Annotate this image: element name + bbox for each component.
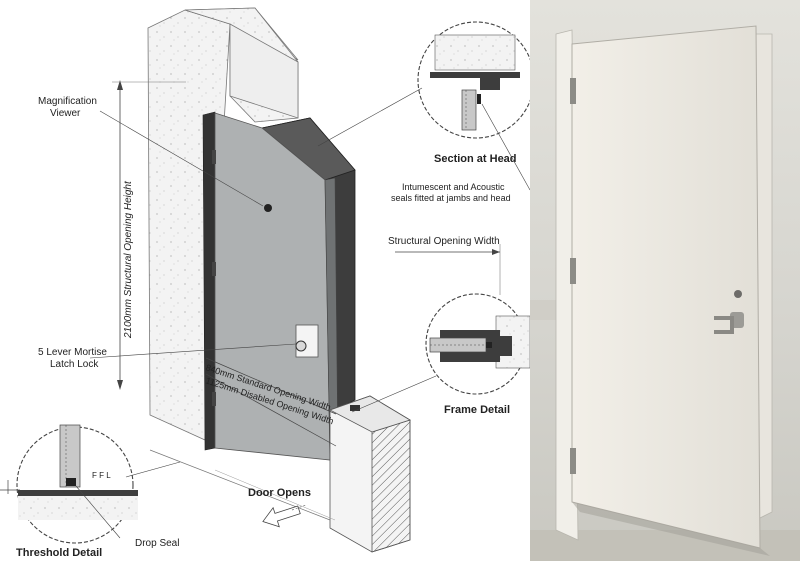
- section-at-head-title: Section at Head: [434, 153, 517, 165]
- door-opens-label: Door Opens: [248, 487, 311, 499]
- magnification-viewer-label-l1: Magnification: [38, 96, 97, 107]
- structural-opening-width-arrow: [395, 244, 501, 295]
- drop-seal-label: Drop Seal: [135, 538, 179, 549]
- section-at-head-detail: [417, 21, 535, 139]
- photo-door-leaf: [571, 25, 761, 549]
- seals-label-l1: Intumescent and Acoustic: [402, 182, 505, 192]
- technical-diagram: 2100mm Structural Opening Height 840mm S…: [0, 7, 535, 559]
- magnification-viewer-label-l2: Viewer: [50, 108, 81, 119]
- floor-line: [149, 449, 331, 521]
- photo-door-lock-icon: [734, 290, 742, 298]
- ffl-marker: [0, 461, 181, 494]
- width-dimension-lines: [205, 357, 337, 447]
- magnification-viewer-icon: [264, 204, 272, 212]
- seals-label-l2: seals fitted at jambs and head: [391, 193, 511, 203]
- threshold-detail: [16, 424, 138, 544]
- height-dimension: [112, 80, 186, 390]
- mortise-lock: [295, 324, 319, 358]
- threshold-detail-title: Threshold Detail: [16, 547, 102, 559]
- height-dimension-label: 2100mm Structural Opening Height: [123, 180, 134, 339]
- lock-label-l1: 5 Lever Mortise: [38, 347, 107, 358]
- lock-label-l2: Latch Lock: [50, 359, 99, 370]
- ffl-label: F F L: [92, 471, 111, 480]
- door-opens-arrow-icon: [262, 504, 307, 528]
- frame-detail-title: Frame Detail: [444, 404, 510, 416]
- frame-detail: [425, 293, 531, 395]
- threshold-pier: [328, 395, 411, 553]
- photo-door-handle-icon: [714, 312, 744, 334]
- door-photo: [530, 0, 800, 561]
- door-leaf: [212, 112, 339, 461]
- structural-opening-width-label: Structural Opening Width: [388, 236, 500, 247]
